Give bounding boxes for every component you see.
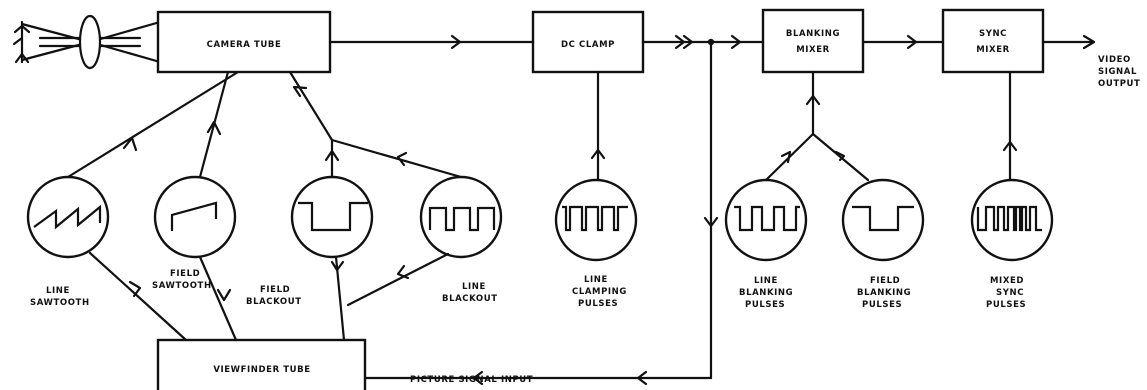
line-sawtooth-waveform: [33, 204, 102, 230]
line-sawtooth-label-1: LINE: [46, 286, 70, 296]
dc-clamp-block: [531, 10, 645, 74]
line-clamping-label-2: CLAMPING: [572, 287, 627, 297]
line-blackout-label-2: BLACKOUT: [442, 294, 498, 304]
line-blanking-label-1: LINE: [754, 276, 778, 286]
field-blackout-generator: [290, 175, 374, 259]
line-blanking-label-2: BLANKING: [739, 288, 793, 298]
field-blanking-label-2: BLANKING: [857, 288, 911, 298]
field-sawtooth-label-1: FIELD: [170, 269, 200, 279]
video-output-label-1: VIDEO: [1098, 55, 1131, 65]
mixed-sync-waveform: [976, 205, 1042, 232]
mixed-sync-label-3: PULSES: [986, 300, 1026, 310]
viewfinder-tube-label: VIEWFINDER TUBE: [213, 365, 310, 375]
viewfinder-tube-block: [156, 338, 367, 390]
picture-signal-input-label: PICTURE SIGNAL INPUT: [410, 375, 533, 385]
blanking-connections: [764, 70, 870, 182]
light-rays: [20, 20, 162, 64]
dc-clamp-label: DC CLAMP: [561, 40, 615, 50]
field-sawtooth-generator: [153, 175, 237, 259]
lens-icon: [78, 14, 102, 70]
field-blackout-label-1: FIELD: [260, 285, 290, 295]
field-blanking-label-1: FIELD: [870, 276, 900, 286]
line-clamping-label-1: LINE: [584, 275, 608, 285]
camera-tube-block: [156, 10, 332, 74]
video-output-label-2: SIGNAL: [1098, 67, 1137, 77]
blanking-mixer-label-1: BLANKING: [786, 29, 840, 39]
line-blanking-waveform: [734, 205, 800, 232]
mixed-sync-label-1: MIXED: [990, 276, 1024, 286]
field-blackout-label-2: BLACKOUT: [246, 297, 302, 307]
field-sawtooth-label-2: SAWTOOTH: [152, 281, 212, 291]
line-blackout-generator: [419, 175, 503, 259]
line-sawtooth-label-2: SAWTOOTH: [30, 298, 90, 308]
mixed-sync-label-2: SYNC: [996, 288, 1024, 298]
mixed-sync-generator: [970, 178, 1054, 262]
main-signal-path: [328, 34, 1096, 50]
picture-signal-feedback: [363, 40, 719, 386]
sync-mixer-block: [941, 8, 1045, 74]
line-blanking-label-3: PULSES: [745, 300, 785, 310]
line-blackout-waveform: [428, 206, 496, 232]
line-blanking-generator: [724, 178, 808, 262]
field-sawtooth-waveform: [170, 201, 218, 231]
camera-tube-label: CAMERA TUBE: [207, 40, 282, 50]
blanking-mixer-block: [761, 8, 865, 74]
field-blackout-waveform: [298, 201, 368, 232]
viewfinder-scan-connections: [88, 251, 450, 342]
blanking-mixer-label-2: MIXER: [796, 45, 830, 55]
field-blanking-waveform: [852, 205, 914, 232]
sync-mixer-label-2: MIXER: [976, 45, 1010, 55]
line-blackout-label-1: LINE: [462, 282, 486, 292]
sync-mixer-label-1: SYNC: [979, 29, 1007, 39]
video-output-label-3: OUTPUT: [1098, 79, 1140, 89]
line-clamping-waveform: [562, 205, 628, 232]
camera-tube-scan-connections: [66, 70, 463, 179]
scene-object-icon: [12, 20, 31, 64]
line-clamping-generator: [554, 178, 638, 262]
field-blanking-label-3: PULSES: [862, 300, 902, 310]
field-blanking-generator: [841, 178, 925, 262]
line-clamping-label-3: PULSES: [578, 299, 618, 309]
